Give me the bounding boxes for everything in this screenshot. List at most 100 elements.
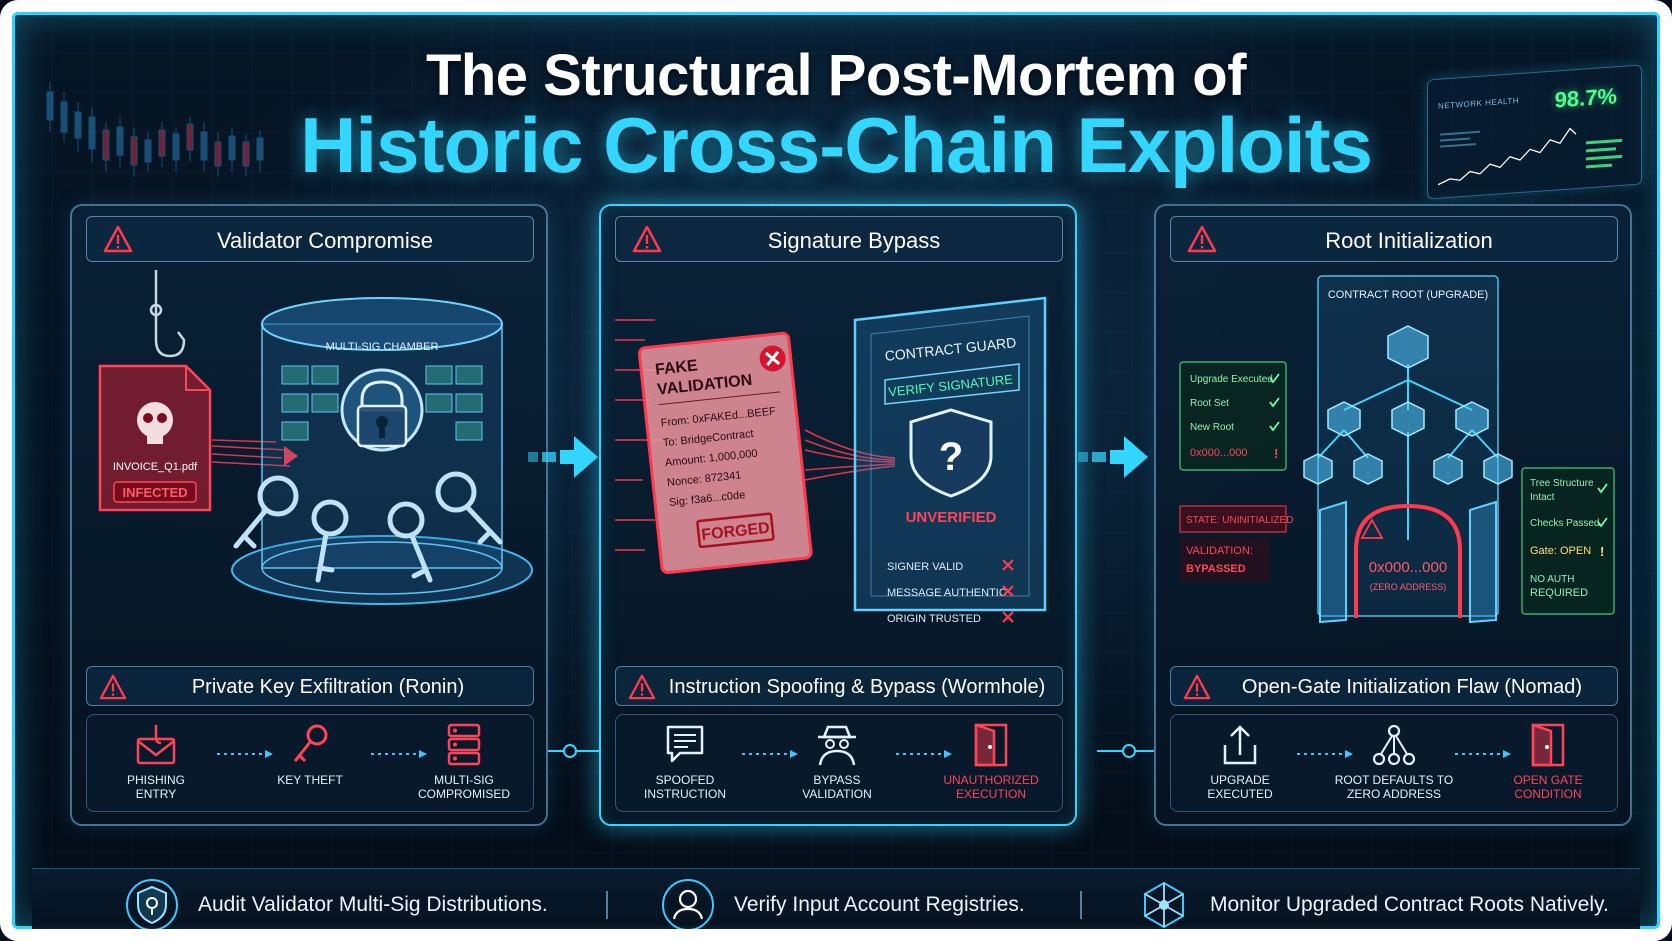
- footer-item-audit: Audit Validator Multi-Sig Distributions.: [124, 877, 548, 929]
- open-gate-icon: [1319, 500, 1497, 624]
- network-health-widget: NETWORK HEALTH 98.7%: [1427, 64, 1642, 200]
- user-registry-icon: [662, 879, 714, 929]
- panel-signature-bypass: Signature Bypass FAKE VALIDATION From: 0…: [599, 204, 1077, 826]
- check-icon: [1597, 483, 1608, 528]
- flow-arrow: [1455, 750, 1511, 758]
- shield-question-mark: ?: [939, 435, 963, 479]
- phishing-envelope-icon: [136, 725, 176, 765]
- panel-connector: [1097, 744, 1155, 758]
- panel-arrow-icon: [528, 436, 598, 478]
- left-check-1: Upgrade Executed: [1190, 374, 1273, 385]
- network-health-sparkline: [1438, 127, 1622, 186]
- right-check-3: Checks Passed: [1530, 518, 1599, 529]
- contract-guard-panel: [853, 296, 1047, 612]
- footer-text: Audit Validator Multi-Sig Distributions.: [198, 893, 548, 916]
- zero-address-sub: (ZERO ADDRESS): [1370, 582, 1447, 592]
- right-check-6: REQUIRED: [1530, 587, 1588, 599]
- right-check-2: Intact: [1530, 492, 1555, 503]
- warning-icon: [1187, 225, 1217, 253]
- spy-icon: [818, 725, 856, 766]
- root-initialization-illustration: CONTRACT ROOT (UPGRADE): [1179, 275, 1615, 624]
- fake-validation-card: FAKE VALIDATION From: 0xFAKEd...BEEF To:…: [637, 331, 813, 575]
- left-check-4: 0x000...000: [1190, 447, 1248, 459]
- panel-root-initialization: Root Initialization CONTRACT ROOT (UPGRA…: [1154, 204, 1632, 826]
- alert-mark: !: [1274, 446, 1278, 461]
- panel-validator-compromise: Validator Compromise INVOICE_Q1.pdf INFE…: [70, 204, 548, 826]
- chamber-label: MULTI-SIG CHAMBER: [326, 341, 439, 353]
- footer-recommendations: Audit Validator Multi-Sig Distributions.…: [32, 868, 1640, 929]
- flow-arrow: [371, 750, 427, 758]
- footer-item-monitor: Monitor Upgraded Contract Roots Natively…: [1136, 877, 1609, 929]
- open-door-icon: [1531, 723, 1565, 767]
- chat-icon: [666, 725, 704, 763]
- key-group-icon: [233, 471, 503, 583]
- panel-title: Validator Compromise: [216, 228, 433, 253]
- signature-bypass-illustration: FAKE VALIDATION From: 0xFAKEd...BEEF To:…: [615, 296, 1047, 625]
- exploit-subtitle-bar: Open-Gate Initialization Flaw (Nomad): [1170, 666, 1618, 706]
- footer-text: Verify Input Account Registries.: [734, 893, 1025, 916]
- warning-icon: [632, 225, 662, 253]
- validation-label-1: VALIDATION:: [1186, 545, 1253, 557]
- panel-arrow-icon: [1078, 436, 1148, 478]
- merkle-tree-icon: [1303, 325, 1513, 485]
- exploit-subtitle-bar: Instruction Spoofing & Bypass (Wormhole): [615, 666, 1063, 706]
- left-check-2: Root Set: [1190, 398, 1229, 409]
- page-title-line-2: Historic Cross-Chain Exploits: [300, 101, 1373, 189]
- footer-item-verify: Verify Input Account Registries.: [660, 877, 1025, 929]
- panel-header: Validator Compromise: [86, 216, 534, 262]
- warning-icon: [103, 225, 133, 253]
- file-name: INVOICE_Q1.pdf: [113, 461, 198, 473]
- right-check-1: Tree Structure: [1530, 478, 1594, 489]
- unverified-label: UNVERIFIED: [906, 509, 997, 526]
- validation-label-2: BYPASSED: [1186, 563, 1246, 575]
- flow-arrow: [217, 750, 273, 758]
- right-check-5: NO AUTH: [1530, 574, 1574, 585]
- fishing-hook-icon: [149, 270, 186, 358]
- contract-root-label: CONTRACT ROOT (UPGRADE): [1328, 289, 1488, 301]
- footer-divider: [606, 891, 608, 919]
- warning-icon: [99, 674, 127, 700]
- exploit-subtitle: Open-Gate Initialization Flaw (Nomad): [1241, 676, 1583, 698]
- flow-arrow: [742, 750, 798, 758]
- check-message-authentic: MESSAGE AUTHENTIC: [887, 587, 1007, 599]
- validator-compromise-illustration: INVOICE_Q1.pdf INFECTED: [98, 270, 533, 605]
- right-check-4: Gate: OPEN: [1530, 545, 1591, 557]
- network-health-label: NETWORK HEALTH: [1438, 96, 1520, 111]
- market-chart-decoration: [46, 82, 264, 177]
- page-title-line-1: The Structural Post-Mortem of: [425, 43, 1247, 108]
- zero-address: 0x000...000: [1369, 559, 1447, 576]
- upload-icon: [1223, 725, 1257, 765]
- check-origin-trusted: ORIGIN TRUSTED: [887, 613, 981, 625]
- flow-step-2: KEY THEFT: [245, 723, 375, 787]
- panel-title: Root Initialization: [1325, 228, 1493, 253]
- exploit-subtitle: Instruction Spoofing & Bypass (Wormhole): [668, 676, 1046, 698]
- exploit-subtitle-bar: Private Key Exfiltration (Ronin): [86, 666, 534, 706]
- flow-arrow: [896, 750, 952, 758]
- footer-divider: [1080, 891, 1082, 919]
- multi-sig-chamber: [231, 297, 533, 605]
- warning-icon: [628, 674, 656, 700]
- file-badge: INFECTED: [123, 485, 188, 500]
- left-check-3: New Root: [1190, 422, 1234, 433]
- shield-icon: [126, 879, 178, 929]
- flow-step-label: KEY THEFT: [277, 773, 343, 787]
